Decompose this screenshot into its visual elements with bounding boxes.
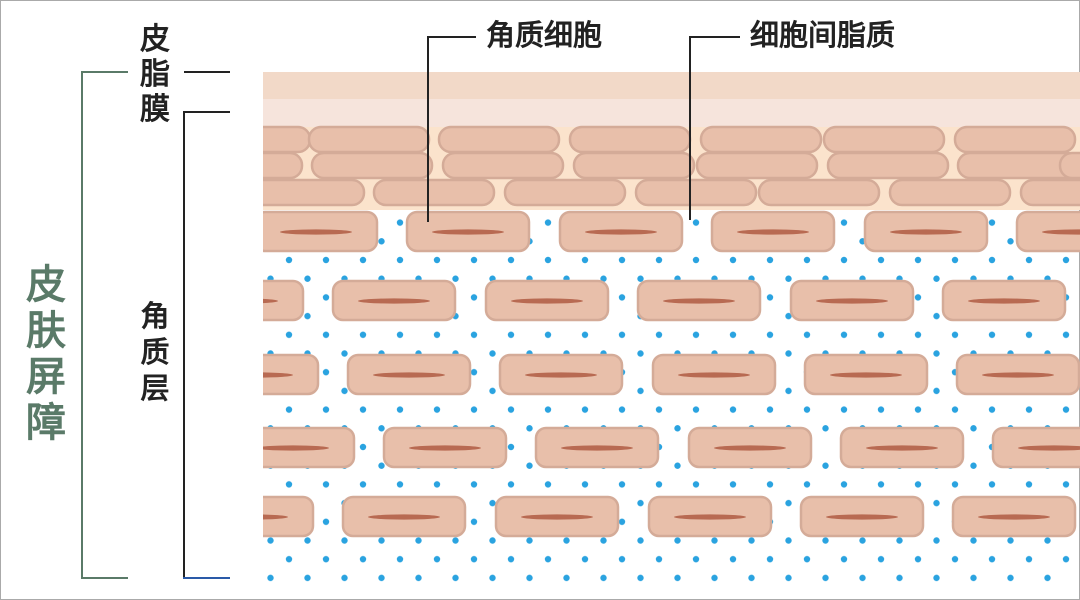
flattened-corneocyte (572, 151, 696, 180)
sebum-film-inner (263, 99, 1080, 127)
skin-barrier-label: 皮肤屏障 (26, 262, 66, 446)
cell-nucleus (1018, 445, 1080, 451)
sebum-film-label: 皮脂膜 (140, 22, 170, 127)
cell-nucleus (409, 445, 481, 451)
cell-nucleus (663, 298, 735, 304)
cell-nucleus (890, 229, 962, 235)
flattened-corneocyte (568, 125, 692, 154)
stratum-corneum-label: 角质层 (140, 299, 170, 405)
cell-nucleus (358, 298, 430, 304)
sebum-film-outer (263, 72, 1080, 99)
flattened-corneocyte (634, 178, 758, 207)
flattened-corneocyte (307, 125, 431, 154)
skin-barrier-bracket (81, 71, 128, 579)
flattened-corneocyte (441, 151, 565, 180)
flattened-corneocyte (437, 125, 561, 154)
cell-nucleus (674, 514, 746, 520)
cell-nucleus (830, 372, 902, 378)
cell-nucleus (525, 372, 597, 378)
cell-nucleus (714, 445, 786, 451)
flattened-corneocyte (822, 125, 946, 154)
intercellular-lipid-label: 细胞间脂质 (750, 18, 896, 52)
cell-nucleus (585, 229, 657, 235)
cell-nucleus (866, 445, 938, 451)
flattened-corneocyte (695, 151, 819, 180)
cell-nucleus (968, 298, 1040, 304)
lipid-callout-line (689, 36, 740, 220)
cell-nucleus (263, 514, 288, 520)
corneocyte-label: 角质细胞 (486, 18, 603, 52)
cell-nucleus (263, 445, 329, 451)
corneocyte-callout-line (427, 36, 476, 222)
cell-nucleus (978, 514, 1050, 520)
flattened-corneocyte (699, 125, 823, 154)
cell-nucleus (263, 372, 293, 378)
flattened-corneocyte (826, 151, 950, 180)
cell-nucleus (826, 514, 898, 520)
cell-nucleus (368, 514, 440, 520)
cell-nucleus (373, 372, 445, 378)
flattened-corneocyte (1019, 178, 1080, 207)
flattened-corneocyte (372, 178, 496, 207)
flattened-corneocyte (1058, 151, 1080, 180)
cell-nucleus (737, 229, 809, 235)
corneocyte (263, 495, 315, 538)
flattened-corneocyte (310, 151, 434, 180)
cell-nucleus (561, 445, 633, 451)
cell-nucleus (432, 229, 504, 235)
cell-nucleus (521, 514, 593, 520)
cell-nucleus (816, 298, 888, 304)
cell-nucleus (280, 229, 352, 235)
cell-nucleus (678, 372, 750, 378)
corneocyte (263, 279, 305, 322)
cell-nucleus (982, 372, 1054, 378)
flattened-corneocyte (263, 151, 304, 180)
flattened-corneocyte (263, 178, 366, 207)
flattened-corneocyte (757, 178, 881, 207)
cell-nucleus (511, 298, 583, 304)
flattened-corneocyte (503, 178, 627, 207)
flattened-corneocyte (953, 125, 1077, 154)
corneocyte (263, 353, 320, 396)
flattened-corneocyte (888, 178, 1012, 207)
cell-nucleus (1042, 229, 1080, 235)
sebum-film-bracket (183, 71, 230, 578)
cell-nucleus (263, 298, 278, 304)
flattened-corneocyte (263, 125, 312, 154)
